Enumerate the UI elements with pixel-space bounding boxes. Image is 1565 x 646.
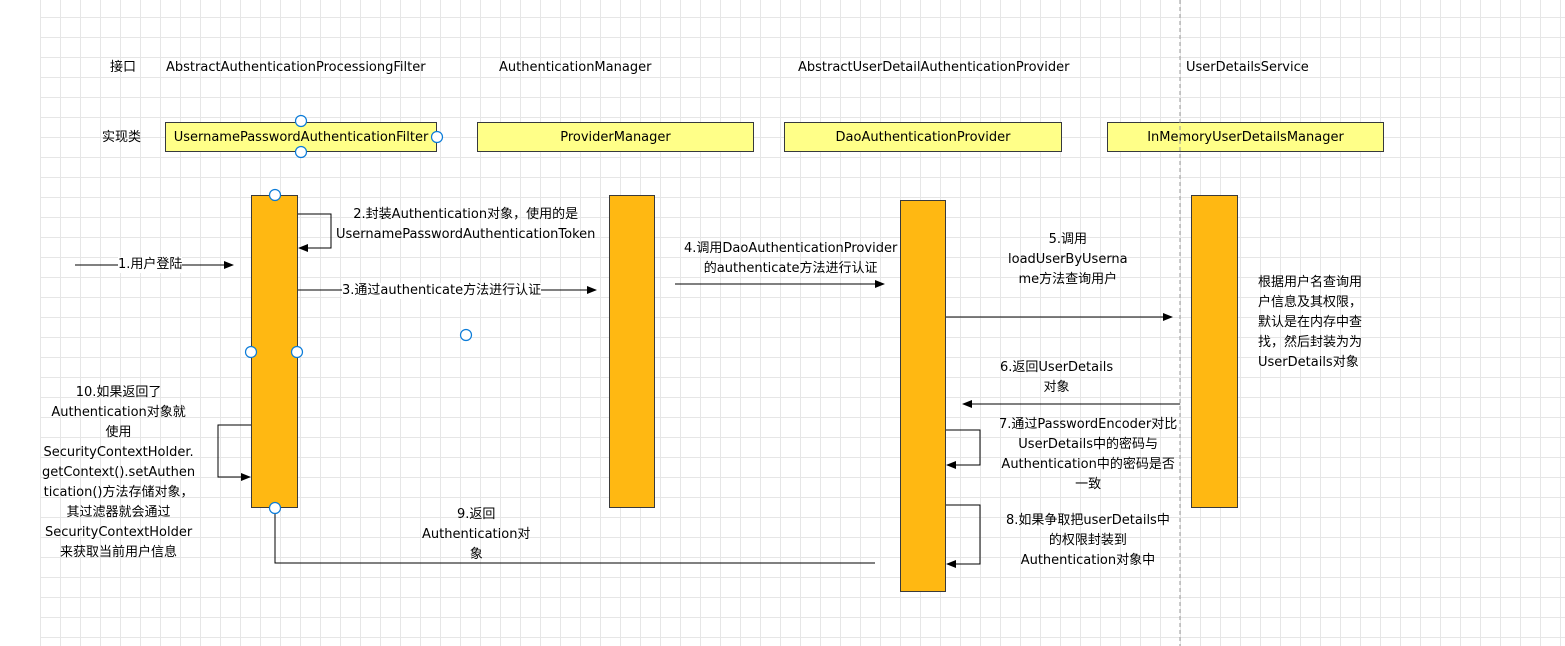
arrow-self-wrap-token [298,213,332,252]
message-5-load-user: 5.调用 loadUserByUserna me方法查询用户 [1008,232,1128,287]
message-3-authenticate: 3.通过authenticate方法进行认证 [342,283,542,299]
class-box-provider-manager[interactable]: ProviderManager [477,122,754,152]
resize-handle-top[interactable] [294,114,308,128]
activation-memory-manager[interactable] [1191,195,1238,508]
interface-abstract-provider: AbstractUserDetailAuthenticationProvider [798,60,1070,75]
message-9-return-auth: 9.返回 Authentication对 象 [422,507,531,562]
message-10-store-context: 10.如果返回了 Authentication对象就 使用 SecurityCo… [42,385,196,560]
connection-handle-top[interactable] [268,188,282,202]
arrow-self-wrap-authorities [946,504,981,568]
arrow-return-authentication [274,508,875,564]
resize-handle-right[interactable] [430,130,444,144]
class-box-dao-provider[interactable]: DaoAuthenticationProvider [784,122,1062,152]
connection-handle-floating[interactable] [459,328,473,342]
interface-user-details-service: UserDetailsService [1186,60,1309,75]
arrow-self-password-check [946,429,981,469]
interface-row-label: 接口 [110,60,137,75]
message-6-return-details: 6.返回UserDetails 对象 [1000,360,1114,395]
side-note-memory-lookup: 根据用户名查询用 户信息及其权限， 默认是在内存中查 找，然后封装为为 User… [1258,275,1363,370]
interface-abstract-filter: AbstractAuthenticationProcessiongFilter [166,60,426,75]
impl-row-label: 实现类 [102,130,142,145]
connection-handle-right[interactable] [290,345,304,359]
connection-handle-bottom[interactable] [268,501,282,515]
class-box-memory-manager[interactable]: InMemoryUserDetailsManager [1107,122,1384,152]
message-2-wrap-token: 2.封装Authentication对象，使用的是 UsernamePasswo… [336,207,596,242]
activation-dao-provider[interactable] [900,200,946,592]
resize-handle-bottom[interactable] [294,145,308,159]
message-8-wrap-authorities: 8.如果争取把userDetails中 的权限封装到 Authenticatio… [1006,513,1170,568]
arrow-self-store-context [217,424,251,481]
message-7-password-compare: 7.通过PasswordEncoder对比 UserDetails中的密码与 A… [999,417,1178,492]
interface-authentication-manager: AuthenticationManager [499,60,652,75]
connection-handle-left[interactable] [244,345,258,359]
message-1-user-login: 1.用户登陆 [118,257,183,273]
message-4-call-dao: 4.调用DaoAuthenticationProvider 的authentic… [684,241,898,276]
activation-provider-manager[interactable] [609,195,655,508]
